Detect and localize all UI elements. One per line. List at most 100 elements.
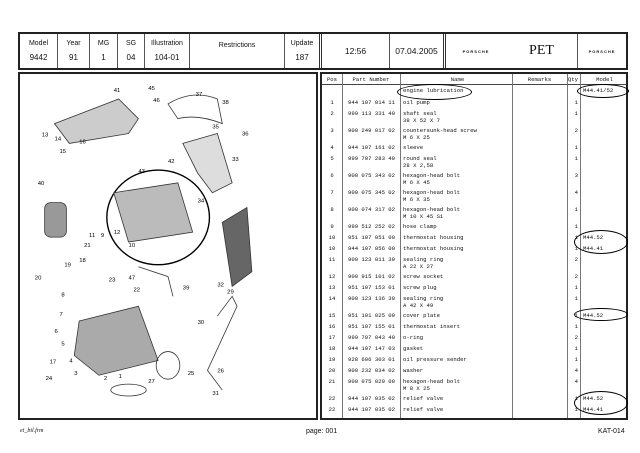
qty-cell: 1 bbox=[574, 345, 578, 352]
part-number-cell: 944 107 035 02 bbox=[348, 395, 395, 402]
part-name: oil pump bbox=[403, 99, 430, 106]
update-label: Update bbox=[290, 40, 314, 47]
name-cell: gasket bbox=[400, 345, 512, 352]
callout-number: 17 bbox=[50, 359, 57, 365]
callout-number: 2 bbox=[104, 376, 107, 382]
callout-number: 24 bbox=[46, 376, 53, 382]
part-number-cell: 951 101 025 00 bbox=[348, 312, 395, 319]
part-name: relief valve bbox=[403, 406, 444, 413]
part-number-cell: 999 113 331 40 bbox=[348, 110, 395, 117]
qty-cell: 2 bbox=[574, 127, 578, 134]
callout-number: 27 bbox=[148, 379, 155, 385]
callout-number: 1 bbox=[119, 374, 122, 380]
pos-cell: 13 bbox=[328, 284, 336, 291]
part-number-cell: 951 107 153 01 bbox=[348, 284, 395, 291]
date: 07.04.2005 bbox=[390, 34, 446, 68]
annotation-circle bbox=[574, 308, 628, 321]
qty-cell: 1 bbox=[574, 356, 578, 363]
name-cell: thermostat housing bbox=[400, 245, 512, 252]
col-remarks: Remarks bbox=[527, 75, 552, 83]
name-cell: relief valve bbox=[400, 395, 512, 402]
restrictions-label: Restrictions bbox=[218, 42, 256, 50]
part-number-cell: 951 107 051 00 bbox=[348, 234, 395, 241]
col-pos: Pos bbox=[326, 75, 338, 83]
part-name: o-ring bbox=[403, 334, 424, 341]
part-spec: M 6 X 25 bbox=[403, 134, 430, 141]
part-name: hexagon-head bolt bbox=[403, 206, 461, 213]
name-cell: thermostat housing bbox=[400, 234, 512, 241]
pos-cell: 12 bbox=[328, 273, 336, 280]
name-cell: o-ring bbox=[400, 334, 512, 341]
part-spec: 28 X 2,58 bbox=[403, 162, 434, 169]
callout-number: 40 bbox=[38, 181, 45, 187]
callout-number: 13 bbox=[42, 132, 49, 138]
callout-number: 20 bbox=[35, 276, 42, 282]
callout-number: 45 bbox=[148, 86, 155, 92]
part-spec: M 6 X 45 bbox=[403, 179, 430, 186]
callout-number: 35 bbox=[212, 125, 219, 131]
callout-number: 3 bbox=[74, 371, 78, 377]
sg-label: SG bbox=[125, 40, 137, 47]
pos-cell: 16 bbox=[328, 323, 336, 330]
pos-cell: 20 bbox=[328, 367, 336, 374]
part-spec: M 8 X 25 bbox=[403, 385, 430, 392]
part-name: round seal bbox=[403, 155, 437, 162]
qty-cell: 1 bbox=[574, 206, 578, 213]
pos-cell: 1 bbox=[330, 99, 334, 106]
parts-table: Pos Part Number Name Remarks Qty Model e… bbox=[320, 72, 629, 420]
callout-number: 46 bbox=[153, 98, 160, 104]
callout-number: 47 bbox=[129, 276, 136, 282]
callout-number: 14 bbox=[55, 136, 62, 142]
year-label: Year bbox=[66, 40, 81, 47]
part-number-cell: 900 915 101 02 bbox=[348, 273, 395, 280]
callout-number: 42 bbox=[168, 159, 175, 165]
qty-cell: 3 bbox=[574, 172, 578, 179]
name-cell: hose clamp bbox=[400, 223, 512, 230]
part-number-cell: 900 123 136 30 bbox=[348, 295, 395, 302]
col-name: Name bbox=[450, 75, 465, 83]
annotation-circle bbox=[574, 391, 628, 415]
callout-number: 22 bbox=[133, 287, 140, 293]
part-number-cell: 900 123 011 30 bbox=[348, 256, 395, 263]
qty-cell: 2 bbox=[574, 256, 578, 263]
part-number-cell: 900 075 029 09 bbox=[348, 378, 395, 385]
callout-number: 38 bbox=[222, 100, 229, 106]
annotation-circle bbox=[577, 84, 629, 98]
pos-cell: 5 bbox=[330, 155, 334, 162]
qty-cell: 1 bbox=[574, 295, 578, 302]
col-model: Model bbox=[596, 75, 613, 83]
pos-cell: 17 bbox=[328, 334, 336, 341]
part-number-cell: 951 107 155 01 bbox=[348, 323, 395, 330]
part-name: hexagon-head bolt bbox=[403, 378, 461, 385]
year-value: 91 bbox=[69, 53, 78, 62]
callout-number: 5 bbox=[61, 342, 65, 348]
